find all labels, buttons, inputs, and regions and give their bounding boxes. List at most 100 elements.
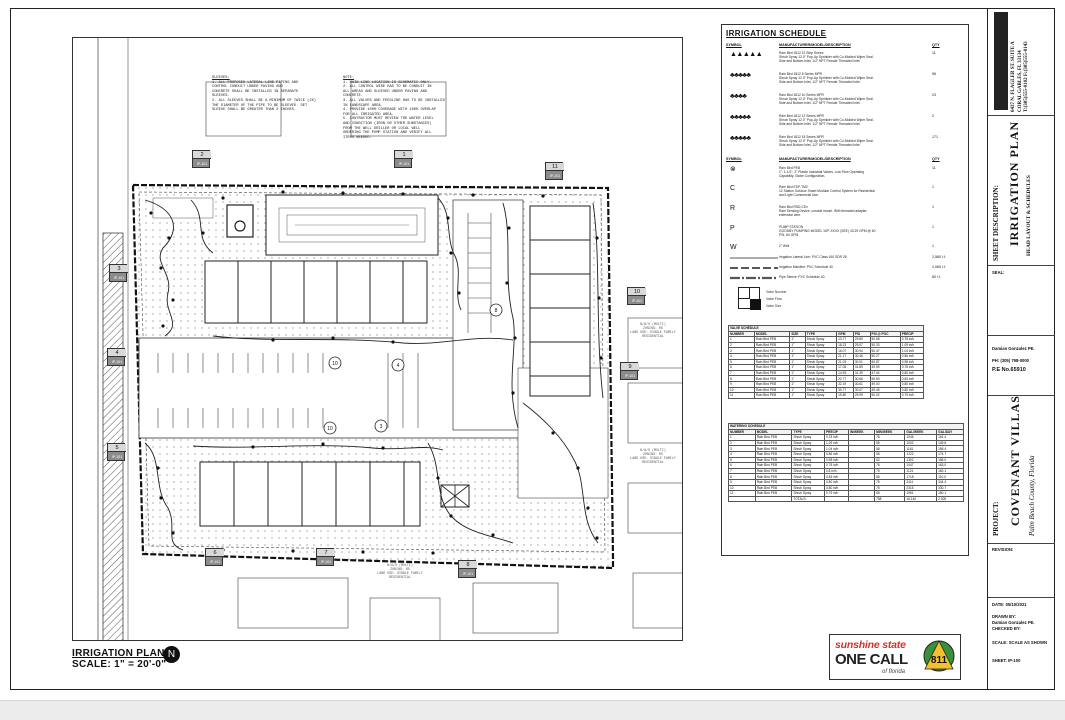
col-header-symbol-2: SYMBOL — [726, 157, 742, 161]
table-cell: 0.83 in/h — [899, 375, 925, 382]
table-cell: 1" — [789, 347, 806, 354]
table-cell: 6 — [728, 364, 755, 371]
irrigation-schedule-panel: IRRIGATION SCHEDULE SYMBOL MANUFACTURER/… — [721, 24, 969, 556]
plan-title: IRRIGATION PLAN — [72, 648, 165, 659]
logo-line-3: of florida — [882, 669, 906, 675]
notes-line: FROM THE WELL DRILLER OR LOCAL WELL — [343, 126, 421, 131]
table-cell: Rain Bird PEB — [754, 490, 793, 497]
table-cell: Shrub Spray — [804, 336, 838, 343]
table-cell: 49.00 — [869, 380, 901, 388]
notes-line: IN LANDSCAPE AREA. — [343, 103, 383, 108]
neighbor-lots — [205, 81, 682, 640]
valve-symbol-icon: ⊗ — [730, 166, 736, 173]
col-header-symbol: SYMBOL — [726, 43, 742, 47]
table-cell: 0.79 in/h — [899, 392, 925, 399]
spray-heads — [149, 190, 603, 555]
notes-line: 1. MAIN LINE LOCATION IS SCHEMATIC ONLY. — [343, 80, 432, 85]
table-cell: 1.04 in/h — [899, 347, 925, 354]
table-cell: 156.4 — [936, 445, 964, 452]
callout-label: 10 — [327, 426, 333, 432]
logo-line-1: sunshine state — [835, 639, 906, 651]
plan-scale: SCALE: 1" = 20'-0" — [72, 659, 167, 670]
pump-station — [226, 204, 254, 238]
irrigation-plan-viewport[interactable]: 8 4 10 3 10 — [72, 37, 683, 641]
rain-sensor-symbol-icon: R — [730, 205, 735, 212]
table-cell: 56 — [874, 451, 906, 458]
table-cell: Shrub Spray — [804, 358, 838, 366]
table-cell: 65 — [874, 490, 906, 497]
table-cell: 0.86 in/h — [899, 353, 925, 360]
table-cell: 75 — [874, 478, 906, 486]
watering-schedule-caption: WATERING SCHEDULE — [728, 423, 964, 430]
table-cell: 2 — [728, 341, 755, 349]
table-cell: 163.0 — [936, 462, 964, 469]
table-cell: 1" — [789, 369, 806, 377]
table-cell: Shrub Spray — [804, 347, 838, 354]
building-row-north — [204, 260, 428, 324]
callout-label: 10 — [332, 361, 338, 367]
sleeves-line: 1. ALL PROPOSED LATERAL LINE PIPING AND — [212, 80, 299, 85]
table-cell — [754, 495, 793, 503]
site-plan-drawing: 8 4 10 3 10 — [97, 38, 682, 640]
table-cell: 0.80 in/h — [899, 380, 925, 388]
notes-line: FOR ALL IRRIGATED AREA. — [343, 112, 394, 117]
irrigation-laterals — [144, 197, 604, 551]
table-cell: 49.59 — [869, 364, 901, 371]
valve-callouts — [323, 303, 503, 435]
table-cell: 1" — [789, 353, 806, 360]
sunshine-811-logo: sunshine state ONE CALL of florida 811 — [829, 634, 961, 680]
project-location: Palm Beach County, Florida — [1028, 455, 1036, 537]
north-arrow-icon: N — [163, 646, 180, 663]
notes-line: ALL AREAS AND SLEEVED UNDER PAVING AND — [343, 89, 428, 94]
sleeves-line: 2. ALL SLEEVES SHALL BE A MINIMUM OF TWI… — [212, 98, 317, 103]
sleeves-line: THE DIAMETER OF THE PIPE TO BE SLEEVED. … — [212, 103, 308, 108]
table-cell: 7 — [728, 369, 755, 377]
valve-legend-label: Valve Number — [766, 290, 787, 294]
sleeves-line: CONCRETE SHALL BE INSTALLED IN SEPARATE — [212, 89, 299, 94]
notes-line: ORDERING THE PUMP STATION AND VERIFY ALL — [343, 131, 432, 136]
sheet-description-cell: SHEET DESCRIPTION: IRRIGATION PLAN HEAD … — [988, 116, 1055, 266]
spray-head-symbol-icon: ♣♣♣♣♣ — [730, 135, 751, 142]
table-cell: 0.80 in/h — [899, 369, 925, 377]
spray-head-symbol-icon: ♣♣♣♣♣ — [730, 72, 751, 79]
table-cell: Rain Bird PEB — [753, 392, 791, 399]
table-cell: Rain Bird PEB — [754, 456, 793, 464]
table-cell: 1 — [728, 336, 755, 343]
col-header-desc: MANUFACTURER/MODEL/DESCRIPTION — [779, 43, 851, 47]
table-cell: 0.78 in/h — [899, 364, 925, 371]
table-cell: Rain Bird PEB — [754, 473, 793, 480]
table-cell: 50.33 — [869, 341, 901, 349]
table-cell: 62 — [874, 456, 906, 464]
table-cell: 10 — [728, 386, 755, 394]
811-badge-icon: 811 — [923, 640, 955, 672]
table-cell: 19.80 — [836, 392, 854, 399]
checked-by-label: CHECKED BY: — [992, 626, 1021, 631]
table-cell: 1" — [789, 364, 806, 371]
sheet-description: IRRIGATION PLAN — [1007, 120, 1021, 246]
col-header-qty: QTY — [932, 43, 940, 47]
table-cell: Shrub Spray — [804, 392, 838, 399]
table-cell: 65 — [874, 473, 906, 480]
